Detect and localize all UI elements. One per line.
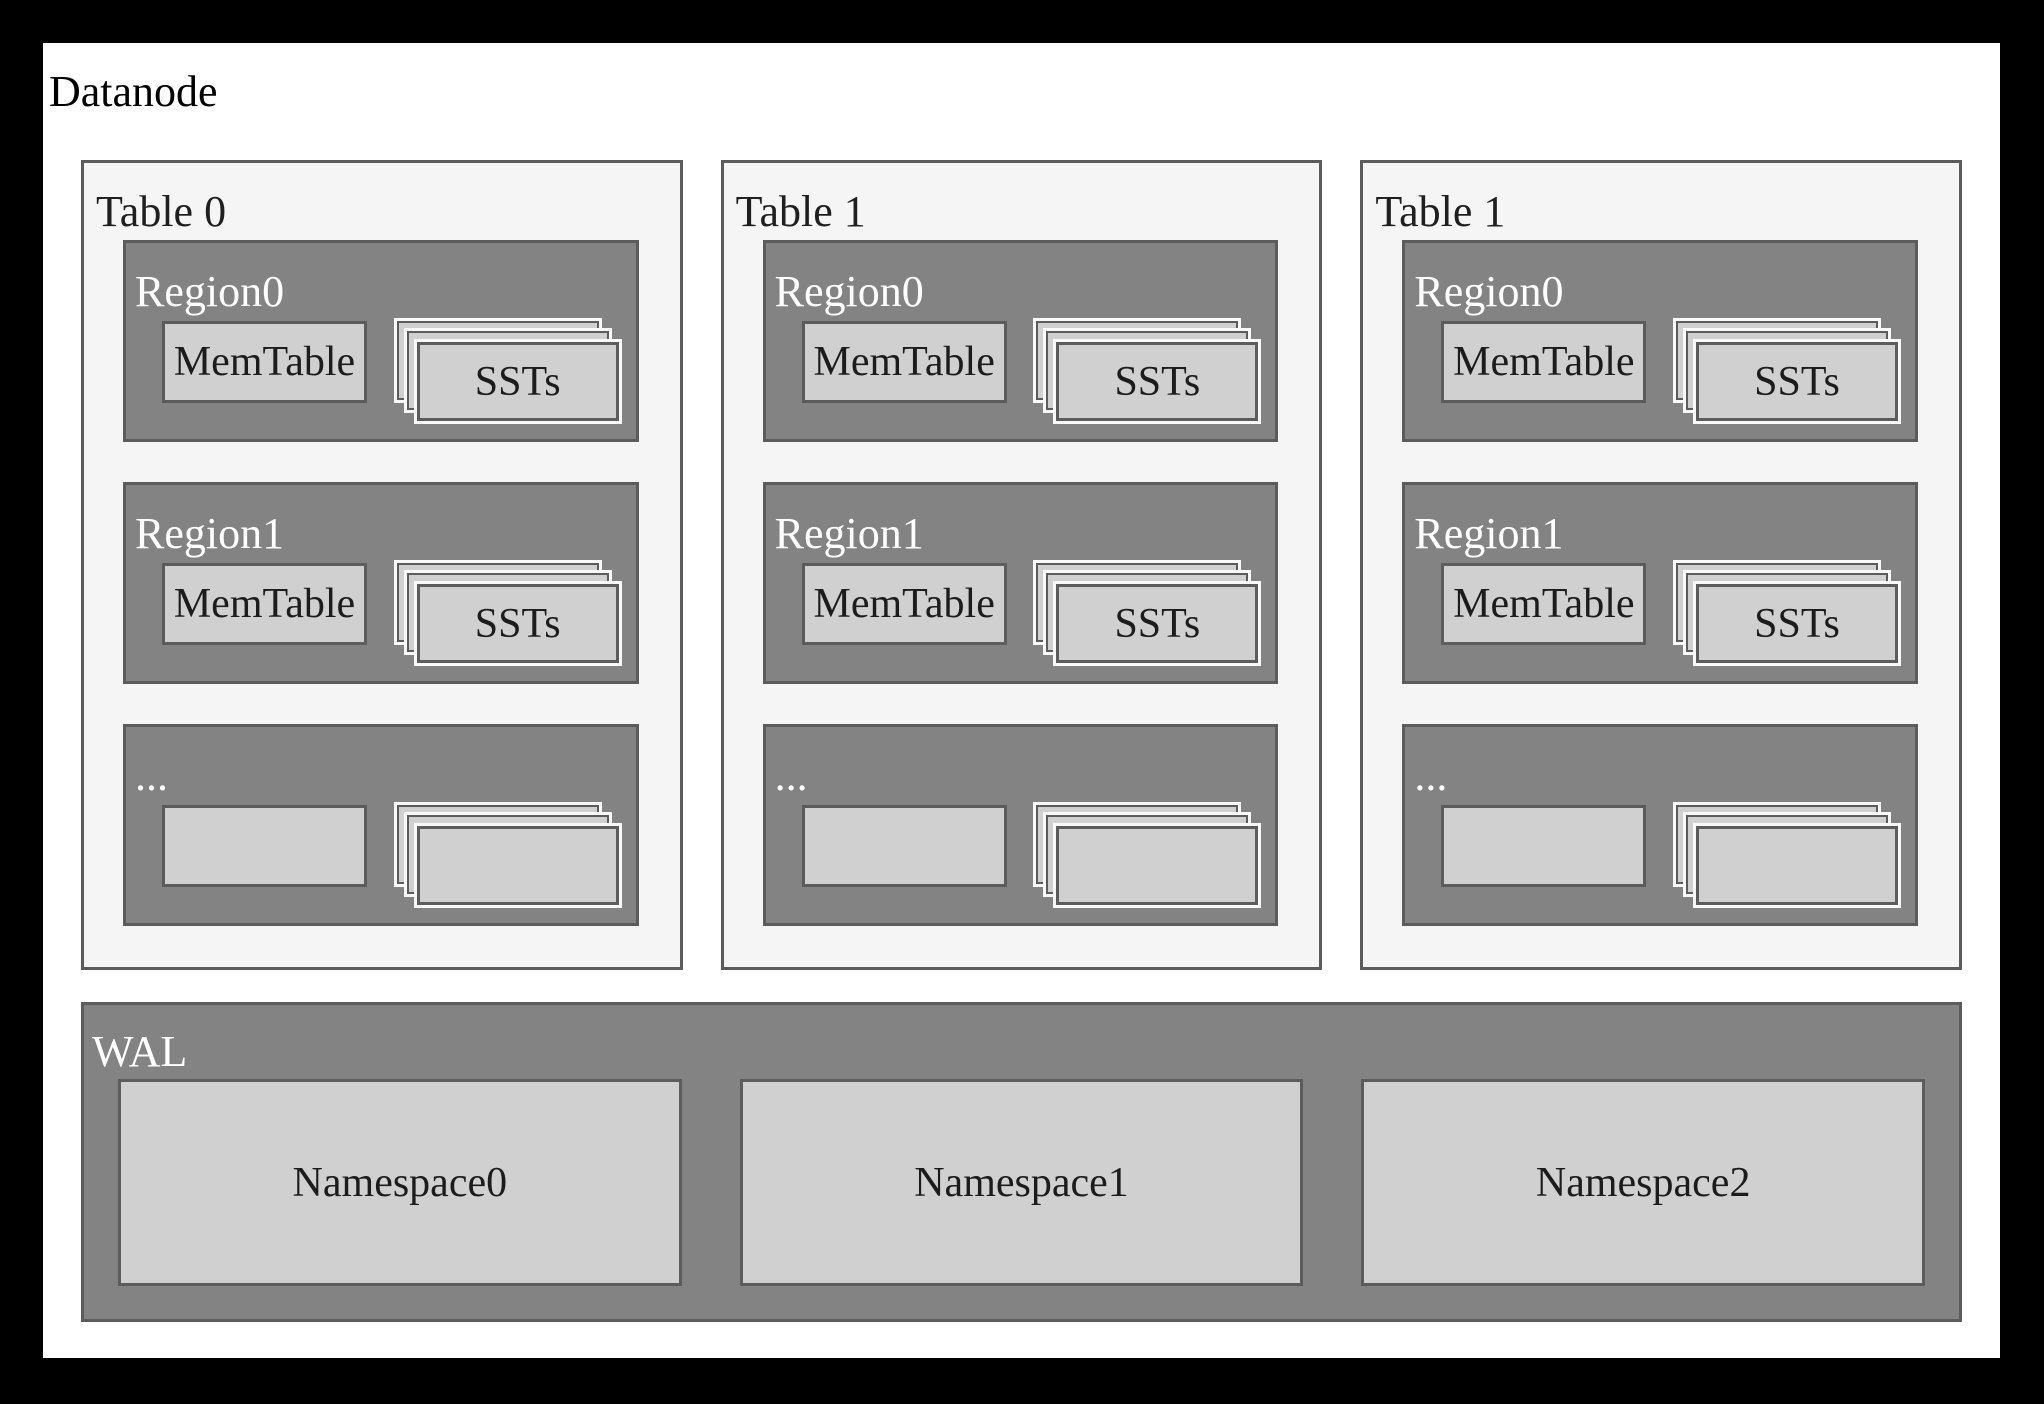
memtable-box: MemTable [1441,321,1647,403]
region-box: Region0 MemTable SSTs [1402,240,1919,442]
sst-layer-front: SSTs [1696,342,1899,421]
sst-stack: SSTs [1676,321,1899,421]
sst-layer-front [1696,826,1899,905]
sst-stack [1036,805,1259,905]
region-label: Region0 [774,267,924,316]
region-box-ellipsis: ... [123,724,639,926]
region-label: ... [135,751,168,800]
namespace-box-0: Namespace0 [118,1079,682,1286]
region-label: Region0 [135,267,285,316]
namespace-row: Namespace0 Namespace1 Namespace2 [118,1079,1926,1286]
region-content: MemTable SSTs [1441,321,1899,421]
memtable-box [1441,805,1647,887]
region-content: MemTable SSTs [162,321,619,421]
sst-layer-front: SSTs [416,584,619,663]
region-label: Region1 [1414,509,1564,558]
region-label: Region1 [774,509,924,558]
region-box: Region1 MemTable SSTs [1402,482,1919,684]
region-label: Region0 [1414,267,1564,316]
sst-stack: SSTs [396,321,619,421]
memtable-box: MemTable [162,563,367,645]
namespace-box-2: Namespace2 [1361,1079,1926,1286]
table-label: Table 0 [96,187,227,236]
region-content: MemTable SSTs [801,321,1259,421]
region-content: MemTable SSTs [162,563,619,663]
memtable-box: MemTable [162,321,367,403]
sst-layer-front [416,826,619,905]
sst-stack [1676,805,1899,905]
namespace-box-1: Namespace1 [739,1079,1304,1286]
region-box: Region0 MemTable SSTs [123,240,639,442]
sst-stack: SSTs [1676,563,1899,663]
table-label: Table 1 [735,187,866,236]
sst-layer-front: SSTs [1056,342,1259,421]
regions-list: Region0 MemTable SSTs Region1 MemTable [123,240,639,926]
wal-label: WAL [92,1027,188,1076]
region-content [1441,805,1899,905]
sst-layer-front: SSTs [1696,584,1899,663]
sst-layer-front: SSTs [416,342,619,421]
table-box-2: Table 1 Region0 MemTable SSTs Region1 [1360,160,1963,970]
sst-stack: SSTs [396,563,619,663]
region-box: Region1 MemTable SSTs [123,482,639,684]
tables-row: Table 0 Region0 MemTable SSTs Region1 [81,160,1963,970]
sst-layer-front: SSTs [1056,584,1259,663]
table-box-0: Table 0 Region0 MemTable SSTs Region1 [81,160,683,970]
memtable-box: MemTable [1441,563,1647,645]
region-box: Region0 MemTable SSTs [762,240,1279,442]
region-box: Region1 MemTable SSTs [762,482,1279,684]
region-box-ellipsis: ... [762,724,1279,926]
region-label: ... [774,751,808,800]
region-content: MemTable SSTs [801,563,1259,663]
region-content: MemTable SSTs [1441,563,1899,663]
sst-layer-front [1056,826,1259,905]
region-content [801,805,1259,905]
memtable-box: MemTable [801,563,1007,645]
sst-stack [396,805,619,905]
regions-list: Region0 MemTable SSTs Region1 MemTable [1402,240,1919,926]
memtable-box: MemTable [801,321,1007,403]
datanode-panel: Datanode Table 0 Region0 MemTable SSTs [43,43,2000,1358]
region-label: ... [1414,751,1448,800]
region-content [162,805,619,905]
region-box-ellipsis: ... [1402,724,1919,926]
page-title: Datanode [49,67,218,116]
regions-list: Region0 MemTable SSTs Region1 MemTable [762,240,1279,926]
table-label: Table 1 [1375,187,1506,236]
region-label: Region1 [135,509,285,558]
wal-box: WAL Namespace0 Namespace1 Namespace2 [81,1002,1962,1322]
table-box-1: Table 1 Region0 MemTable SSTs Region1 [720,160,1323,970]
memtable-box [162,805,367,887]
sst-stack: SSTs [1036,321,1259,421]
sst-stack: SSTs [1036,563,1259,663]
memtable-box [801,805,1007,887]
